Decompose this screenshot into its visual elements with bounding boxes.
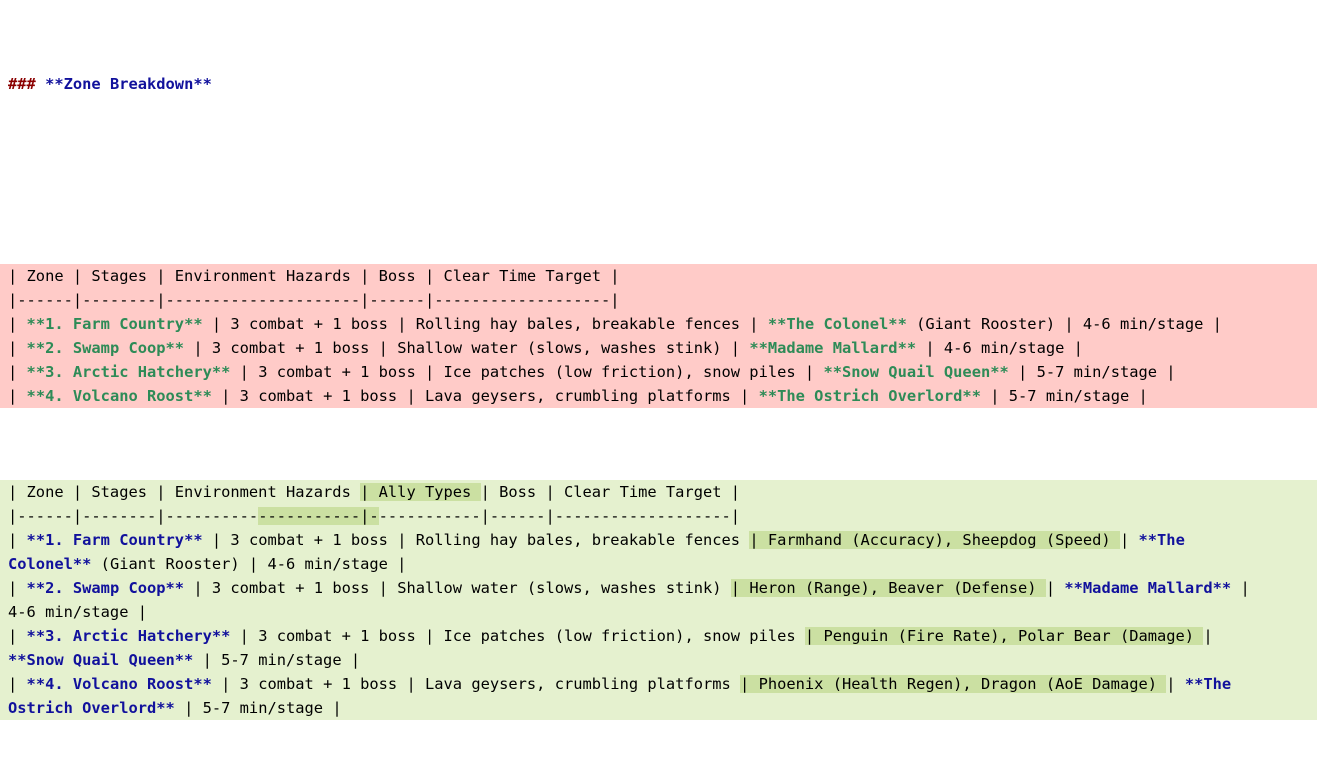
- diff-added-block: | Zone | Stages | Environment Hazards | …: [0, 480, 1317, 720]
- bold-text-segment: **The: [1184, 675, 1232, 693]
- text-segment: 4-6 min/stage |: [8, 603, 147, 621]
- text-segment: | 3 combat + 1 boss | Lava geysers, crum…: [211, 387, 759, 405]
- text-segment: (Giant Rooster) | 4-6 min/stage |: [91, 555, 407, 573]
- added-diff-line: | **4. Volcano Roost** | 3 combat + 1 bo…: [0, 672, 1317, 696]
- heading-hashes: ###: [8, 75, 46, 93]
- removed-diff-line: | **2. Swamp Coop** | 3 combat + 1 boss …: [0, 336, 1317, 360]
- text-segment: |: [1231, 579, 1250, 597]
- text-segment: | Zone | Stages | Environment Hazards: [8, 483, 361, 501]
- text-segment: |: [1166, 675, 1185, 693]
- inserted-text-segment: -----------|-: [258, 507, 379, 525]
- text-segment: | Zone | Stages | Environment Hazards | …: [8, 267, 620, 285]
- text-segment: | 3 combat + 1 boss | Rolling hay bales,…: [202, 315, 768, 333]
- bold-text-segment: Colonel**: [8, 555, 92, 573]
- added-diff-line: |------|--------|---------------------|-…: [0, 504, 1317, 528]
- diff-removed-block: | Zone | Stages | Environment Hazards | …: [0, 264, 1317, 408]
- blank-line: [0, 168, 1317, 192]
- bold-text-segment: **1. Farm Country**: [26, 531, 203, 549]
- bold-text-segment: **Madame Mallard**: [749, 339, 917, 357]
- bold-text-segment: **Snow Quail Queen**: [8, 651, 194, 669]
- added-diff-line: **Snow Quail Queen** | 5-7 min/stage |: [0, 648, 1317, 672]
- added-diff-line: | **3. Arctic Hatchery** | 3 combat + 1 …: [0, 624, 1317, 648]
- text-segment: |: [8, 363, 27, 381]
- removed-diff-line: | **1. Farm Country** | 3 combat + 1 bos…: [0, 312, 1317, 336]
- bold-text-segment: **4. Volcano Roost**: [26, 387, 212, 405]
- text-segment: |: [8, 531, 27, 549]
- added-diff-line: Ostrich Overlord** | 5-7 min/stage |: [0, 696, 1317, 720]
- bold-text-segment: **Snow Quail Queen**: [823, 363, 1009, 381]
- removed-diff-line: | Zone | Stages | Environment Hazards | …: [0, 264, 1317, 288]
- inserted-text-segment: | Phoenix (Health Regen), Dragon (AoE Da…: [740, 675, 1167, 693]
- text-segment: | 5-7 min/stage |: [980, 387, 1148, 405]
- removed-diff-line: |------|--------|---------------------|-…: [0, 288, 1317, 312]
- text-segment: | 3 combat + 1 boss | Lava geysers, crum…: [211, 675, 741, 693]
- text-segment: | 3 combat + 1 boss | Shallow water (slo…: [184, 579, 731, 597]
- text-segment: | Boss | Clear Time Target |: [480, 483, 741, 501]
- inserted-text-segment: | Heron (Range), Beaver (Defense): [730, 579, 1046, 597]
- heading-title: **Zone Breakdown**: [45, 75, 212, 93]
- bold-text-segment: **The Colonel**: [767, 315, 907, 333]
- bold-text-segment: **The Ostrich Overlord**: [758, 387, 981, 405]
- bold-text-segment: **4. Volcano Roost**: [26, 675, 212, 693]
- text-segment: | 3 combat + 1 boss | Ice patches (low f…: [230, 363, 824, 381]
- bold-text-segment: Ostrich Overlord**: [8, 699, 175, 717]
- text-segment: |: [8, 339, 27, 357]
- text-segment: | 5-7 min/stage |: [193, 651, 361, 669]
- text-segment: |------|--------|----------: [8, 507, 259, 525]
- bold-text-segment: **3. Arctic Hatchery**: [26, 363, 231, 381]
- text-segment: | 3 combat + 1 boss | Ice patches (low f…: [230, 627, 805, 645]
- text-segment: | 3 combat + 1 boss | Shallow water (slo…: [184, 339, 750, 357]
- heading: ### **Zone Breakdown**: [0, 72, 1317, 96]
- added-diff-line: Colonel** (Giant Rooster) | 4-6 min/stag…: [0, 552, 1317, 576]
- inserted-text-segment: | Farmhand (Accuracy), Sheepdog (Speed): [749, 531, 1120, 549]
- removed-diff-line: | **4. Volcano Roost** | 3 combat + 1 bo…: [0, 384, 1317, 408]
- inserted-text-segment: | Penguin (Fire Rate), Polar Bear (Damag…: [804, 627, 1204, 645]
- added-diff-line: 4-6 min/stage |: [0, 600, 1317, 624]
- added-diff-line: | **2. Swamp Coop** | 3 combat + 1 boss …: [0, 576, 1317, 600]
- inserted-text-segment: | Ally Types: [360, 483, 481, 501]
- bold-text-segment: **2. Swamp Coop**: [26, 339, 185, 357]
- text-segment: (Giant Rooster) | 4-6 min/stage |: [906, 315, 1222, 333]
- removed-diff-line: | **3. Arctic Hatchery** | 3 combat + 1 …: [0, 360, 1317, 384]
- text-segment: -----------|------|-------------------|: [378, 507, 741, 525]
- text-segment: |: [1203, 627, 1213, 645]
- bold-text-segment: **3. Arctic Hatchery**: [26, 627, 231, 645]
- text-segment: |: [1119, 531, 1139, 549]
- text-segment: |------|--------|---------------------|-…: [8, 291, 620, 309]
- text-segment: |: [1045, 579, 1065, 597]
- bold-text-segment: **1. Farm Country**: [26, 315, 203, 333]
- bold-text-segment: **2. Swamp Coop**: [26, 579, 185, 597]
- bold-text-segment: **Madame Mallard**: [1064, 579, 1232, 597]
- text-segment: |: [8, 627, 27, 645]
- text-segment: |: [8, 315, 27, 333]
- added-diff-line: | Zone | Stages | Environment Hazards | …: [0, 480, 1317, 504]
- text-segment: |: [8, 675, 27, 693]
- text-segment: |: [8, 579, 27, 597]
- text-segment: |: [8, 387, 27, 405]
- text-segment: | 5-7 min/stage |: [174, 699, 342, 717]
- text-segment: | 4-6 min/stage |: [916, 339, 1083, 357]
- bold-text-segment: **The: [1138, 531, 1185, 549]
- text-segment: | 3 combat + 1 boss | Rolling hay bales,…: [202, 531, 750, 549]
- text-segment: | 5-7 min/stage |: [1008, 363, 1176, 381]
- added-diff-line: | **1. Farm Country** | 3 combat + 1 bos…: [0, 528, 1317, 552]
